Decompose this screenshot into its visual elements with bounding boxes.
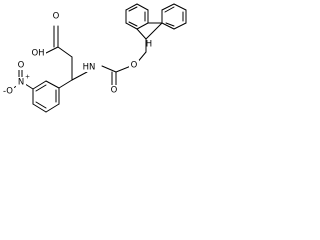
nitro-top-oxygen-label: O <box>18 61 25 71</box>
nitro-minus-oxygen-label: -O <box>3 87 13 97</box>
chemical-structure-diagram: H O O HN O OH <box>0 3 187 113</box>
amino-acid-backbone <box>45 25 88 81</box>
nitro-plus-charge: + <box>25 74 30 81</box>
stereo-h-label: H <box>146 40 152 50</box>
ester-oxygen-label: O <box>131 61 138 71</box>
carbonyl-oxygen-label: O <box>111 86 118 96</box>
carbamate-group <box>101 65 132 87</box>
fluorene-ring-system <box>125 3 187 40</box>
phenyl-ring <box>32 79 73 113</box>
acid-oxygen-label: O <box>53 12 60 22</box>
acid-hydroxyl-label: OH <box>31 49 44 59</box>
nitro-nitrogen-label: N <box>18 78 24 88</box>
nh-label: HN <box>83 63 96 73</box>
